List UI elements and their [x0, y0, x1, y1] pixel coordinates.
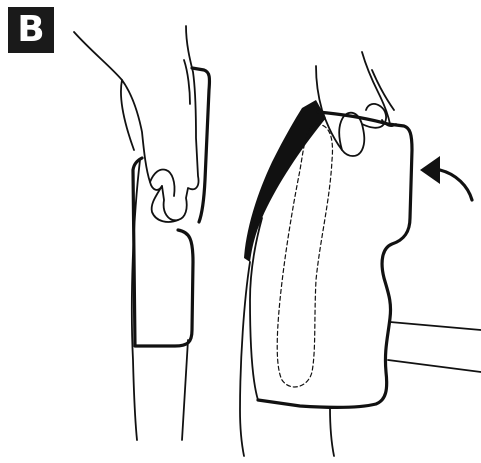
- right-hand: [315, 65, 387, 157]
- left-hand: [73, 25, 200, 222]
- right-leg-outline: [239, 261, 251, 457]
- left-leg-outline: [130, 159, 141, 441]
- left-wrap-flap: [131, 66, 212, 348]
- curved-arrow-icon: [420, 156, 474, 202]
- right-wrap-outline: [256, 110, 414, 409]
- step-label-badge: B: [8, 7, 54, 53]
- right-leg-and-wrap: [239, 51, 481, 457]
- left-leg-and-hand: [73, 25, 212, 441]
- wrap-strap: [389, 321, 481, 331]
- splint-insert-dashed: [276, 123, 334, 388]
